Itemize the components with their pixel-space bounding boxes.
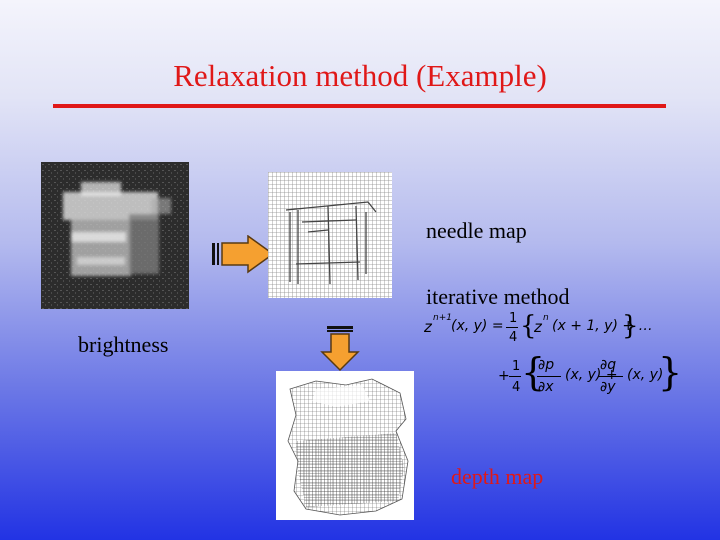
eq-brace-close-2: } xyxy=(658,350,683,394)
eq-dpdx-bar xyxy=(537,376,561,377)
eq-mid-args: (x, y) + xyxy=(565,367,618,383)
eq-brace-close-1: } xyxy=(622,311,639,341)
needle-map-image xyxy=(268,172,392,298)
eq-z-body: z xyxy=(534,318,542,336)
eq-dp: ∂p xyxy=(538,357,555,373)
eq-dq: ∂q xyxy=(600,357,617,373)
slide-title: Relaxation method (Example) xyxy=(173,58,547,93)
eq-z-lhs: z xyxy=(424,318,432,336)
brightness-label: brightness xyxy=(78,332,169,357)
depth-map-label: depth map xyxy=(451,464,544,489)
eq-frac2-num: 1 xyxy=(512,359,521,374)
down-arrow-icon xyxy=(320,326,360,372)
eq-frac1-num: 1 xyxy=(509,311,518,326)
eq-frac2-den: 4 xyxy=(512,380,521,395)
eq-frac1-bar xyxy=(506,327,518,328)
eq-frac1-den: 4 xyxy=(509,330,518,345)
eq-frac2-bar xyxy=(509,376,521,377)
eq-args-body: (x + 1, y) + … xyxy=(552,318,653,334)
needle-map-label: needle map xyxy=(426,218,527,243)
iterative-method-label: iterative method xyxy=(426,284,570,309)
eq-brace-open-1: { xyxy=(520,311,537,341)
eq-dy: ∂y xyxy=(600,379,616,395)
eq-sup-lhs: n+1 xyxy=(433,313,452,323)
eq-dqdy-bar xyxy=(599,376,623,377)
eq-plus: + xyxy=(498,368,510,384)
eq-args-lhs: (x, y) = xyxy=(451,318,504,334)
eq-dx: ∂x xyxy=(538,379,554,395)
right-arrow-icon xyxy=(212,235,275,274)
brightness-image xyxy=(41,162,189,309)
eq-sup-body: n xyxy=(543,313,549,323)
eq-end-args: (x, y) xyxy=(627,367,664,383)
title-underline xyxy=(53,104,666,108)
depth-map-image xyxy=(276,371,414,520)
eq-brace-open-2: { xyxy=(521,350,546,394)
